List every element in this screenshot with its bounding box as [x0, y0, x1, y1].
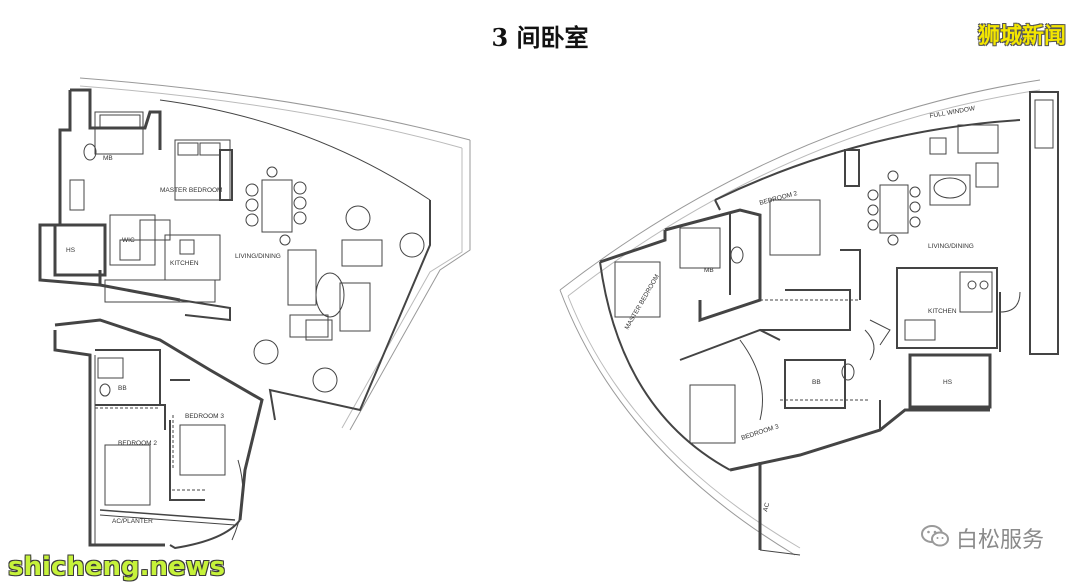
label-hs-right: HS [943, 379, 953, 386]
left-floor-plan [38, 77, 471, 550]
label-living-dining-right: LIVING/DINING [928, 243, 974, 250]
label-bedroom2-right: BEDROOM 2 [759, 190, 799, 207]
label-living-dining-left: LIVING/DINING [235, 253, 281, 260]
label-kitchen-left: KITCHEN [170, 260, 199, 267]
label-ac-planter-left: AC/PLANTER [112, 518, 153, 525]
label-wic-left: WIC [122, 237, 135, 244]
label-ac-right: AC [762, 502, 771, 513]
label-bedroom3-left: BEDROOM 3 [185, 413, 224, 420]
label-master-bedroom-left: MASTER BEDROOM [160, 187, 222, 194]
label-mb-right: MB [704, 267, 714, 274]
label-bb-left: BB [118, 385, 127, 392]
label-kitchen-right: KITCHEN [928, 308, 957, 315]
label-master-bedroom-right: MASTER BEDROOM [624, 273, 661, 331]
label-hs-left: HS [66, 247, 76, 254]
watermark-wechat: 白松服务 [920, 522, 1044, 554]
label-mb-left: MB [103, 155, 113, 162]
watermark-bottom: shicheng.news [8, 552, 226, 582]
label-bedroom2-left: BEDROOM 2 [118, 440, 157, 447]
watermark-top: 狮城新闻 [977, 24, 1066, 49]
wechat-icon [920, 523, 950, 553]
label-bb-right: BB [812, 379, 821, 386]
page-title: 3 间卧室 [491, 23, 589, 52]
right-floor-plan [559, 79, 1059, 556]
label-bedroom3-right: BEDROOM 3 [740, 423, 780, 442]
wechat-account-name: 白松服务 [955, 528, 1044, 553]
